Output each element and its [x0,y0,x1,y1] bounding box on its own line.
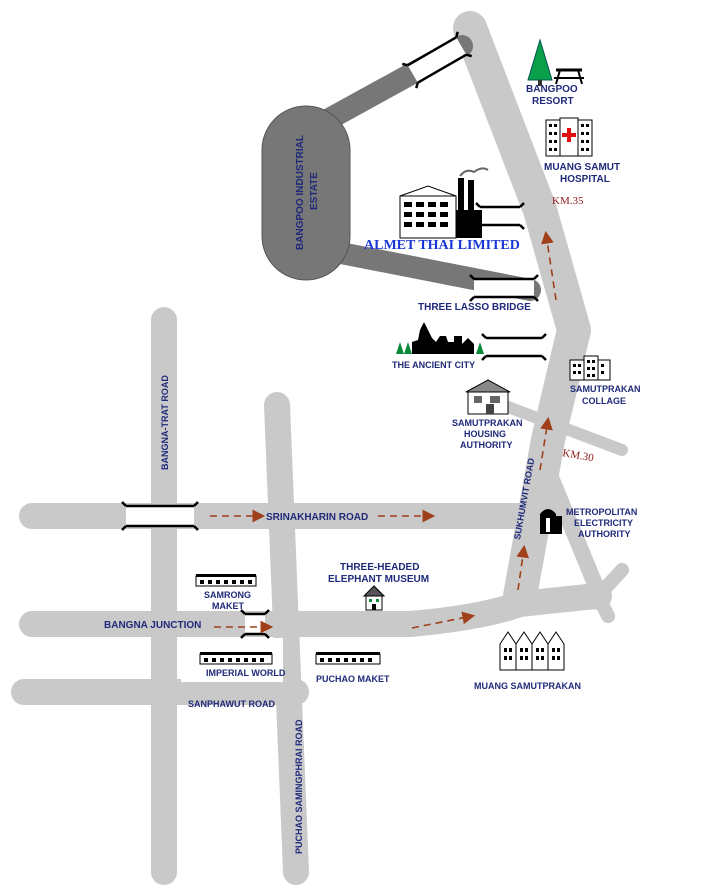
bangpoo-resort-label-2: RESORT [532,96,574,107]
hospital-icon [545,117,593,157]
ancient-city-icon [396,322,484,354]
hospital-label-1: MUANG SAMUT [544,162,620,173]
house-icon [465,379,511,415]
bridge-bangna-junction [240,609,270,639]
museum-label-1: THREE-HEADED [340,562,419,573]
route-arrows [210,230,557,634]
imperial-world-label: IMPERIAL WORLD [206,668,286,678]
market-icon-puchao [315,652,381,665]
housing-label-3: AUTHORITY [460,440,513,450]
tree-icon [527,38,584,86]
bridges [121,31,547,639]
road-sukhumvit [453,11,591,613]
road-km30-branch [494,398,628,456]
ancient-city-label: THE ANCIENT CITY [392,360,475,370]
bridge-srinakharin [121,501,199,531]
road-puchao-samingphrai [264,392,309,885]
km35-label: KM.35 [552,195,584,207]
bangna-trat-road-label: BANGNA-TRAT ROAD [160,375,170,470]
sanphawut-road-label: SANPHAWUT ROAD [188,699,275,709]
samrong-label-1: SAMRONG [204,590,251,600]
arrow-sukhumvit-2 [539,416,553,471]
market-icon-samrong [195,574,257,587]
three-lasso-label: THREE LASSO BRIDGE [418,302,531,313]
factory-icon [399,167,489,239]
housing-label-1: SAMUTPRAKAN [452,418,523,428]
electricity-label-3: AUTHORITY [578,529,631,539]
puchao-samingphrai-road-label: PUCHAO SAMINGPHRAI ROAD [294,719,304,854]
srinakharin-road-label: SRINAKHARIN ROAD [266,512,368,523]
museum-icon [362,585,386,611]
housing-label-2: HOUSING [464,429,506,439]
hospital-label-2: HOSPITAL [560,174,610,185]
puchao-maket-label: PUCHAO MAKET [316,674,390,684]
almet-thai-label: ALMET THAI LIMITED [364,238,520,253]
bridge-ancient-city [481,333,547,361]
bridge-three-lasso [469,274,539,302]
collage-label-2: COLLAGE [582,396,626,406]
market-icon-imperial [199,652,273,665]
town-icon [499,631,565,671]
estate-label-1: BANGPOO INDUSTRIAL [295,135,306,250]
samrong-label-2: MAKET [212,601,244,611]
electricity-label-2: ELECTRICITY [574,518,633,528]
collage-label-1: SAMUTPRAKAN [570,384,641,394]
museum-label-2: ELEPHANT MUSEUM [328,574,429,585]
bangpoo-industrial-estate [261,105,351,281]
electricity-label-1: METROPOLITAN [566,507,637,517]
bangna-junction-label: BANGNA JUNCTION [104,620,201,631]
arrow-bangna-east [411,611,476,629]
college-icon [569,355,611,381]
km30-label: KM.30 [561,447,595,464]
bridge-estate-north [401,31,473,89]
bridge-almet [475,202,525,230]
roundabout [584,582,612,610]
muang-samutprakan-label: MUANG SAMUTPRAKAN [474,681,581,691]
estate-label-2: ESTATE [309,172,320,210]
road-branch-east [540,462,608,604]
electricity-icon [540,509,562,534]
bangpoo-resort-label-1: BANGPOO [526,84,578,95]
